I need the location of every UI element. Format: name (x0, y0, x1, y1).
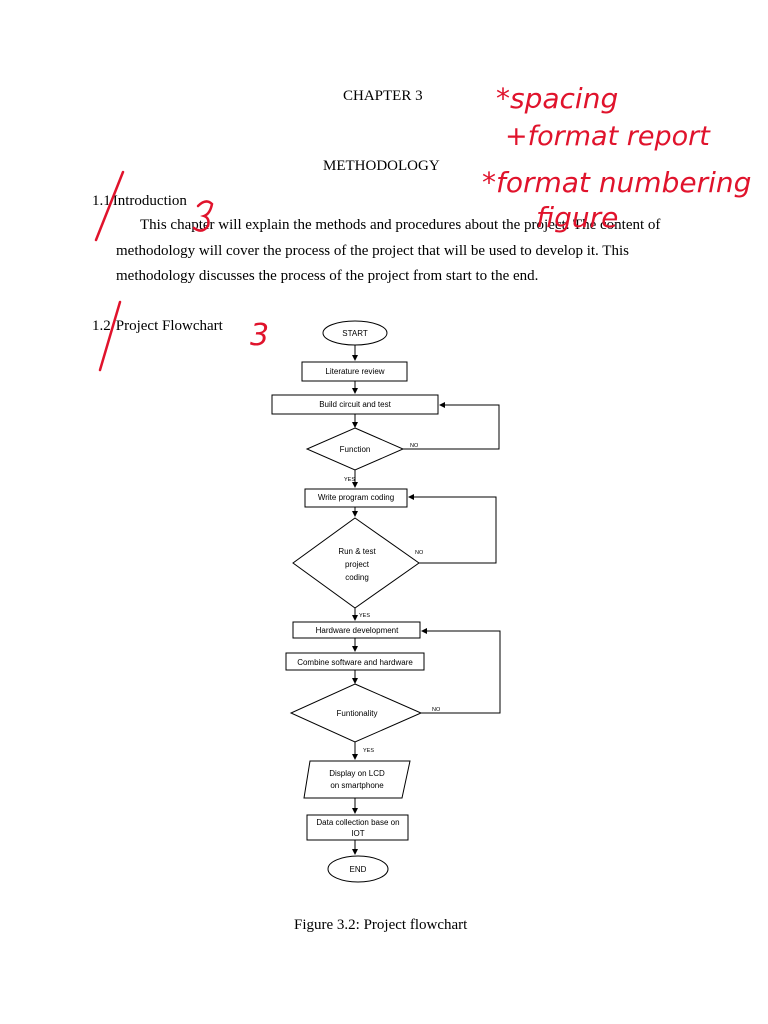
run-test-label-1: Run & test (338, 547, 376, 556)
write-label: Write program coding (318, 493, 394, 502)
hardware-label: Hardware development (316, 626, 399, 635)
data-label-1: Data collection base on (316, 818, 399, 827)
write-program-box (304, 488, 408, 508)
funtionality-no-label: NO (432, 707, 441, 713)
end-terminal (327, 855, 389, 883)
strike-mark-2 (98, 300, 122, 372)
run-test-label-3: coding (345, 573, 369, 582)
section-flowchart-title: Project Flowchart (115, 318, 223, 334)
section-flowchart-number: 1.2 (92, 318, 111, 334)
annotation-spacing: *spacing (496, 82, 618, 115)
end-label: END (350, 865, 367, 874)
section-intro-number: 1.1 (92, 193, 111, 209)
data-label-2: IOT (351, 829, 364, 838)
annotation-format-numbering: *format numbering (482, 166, 751, 199)
function-no-label: NO (410, 443, 419, 449)
hardware-development-box (292, 621, 421, 639)
combine-label: Combine software and hardware (297, 658, 413, 667)
function-yes-label: YES (344, 477, 355, 483)
annotation-mark: 3 (250, 318, 269, 353)
run-test-label-2: project (345, 560, 370, 569)
mark-squiggle-1 (192, 200, 214, 232)
strike-mark-1 (94, 170, 125, 242)
figure-caption: Figure 3.2: Project flowchart (294, 917, 468, 933)
run-test-no-label: NO (415, 550, 424, 556)
intro-paragraph: This chapter will explain the methods an… (116, 213, 676, 290)
data-collection-box (306, 814, 409, 841)
funtionality-label: Funtionality (337, 709, 378, 718)
display-label-2: on smartphone (330, 781, 384, 790)
funtionality-yes-label: YES (363, 748, 374, 754)
chapter-heading: CHAPTER 3 (343, 88, 423, 104)
annotation-figure: figure (536, 201, 618, 234)
literature-label: Literature review (325, 367, 384, 376)
start-label: START (342, 329, 368, 338)
build-label: Build circuit and test (319, 400, 391, 409)
section-intro-title: Introduction (112, 193, 187, 209)
display-label-1: Display on LCD (329, 769, 385, 778)
methodology-title: METHODOLOGY (323, 158, 440, 174)
run-test-yes-label: YES (359, 613, 370, 619)
intro-paragraph-text: This chapter will explain the methods an… (116, 217, 661, 284)
annotation-format-report: +format report (505, 121, 711, 152)
display-io-box (303, 760, 411, 799)
function-label: Function (340, 445, 371, 454)
